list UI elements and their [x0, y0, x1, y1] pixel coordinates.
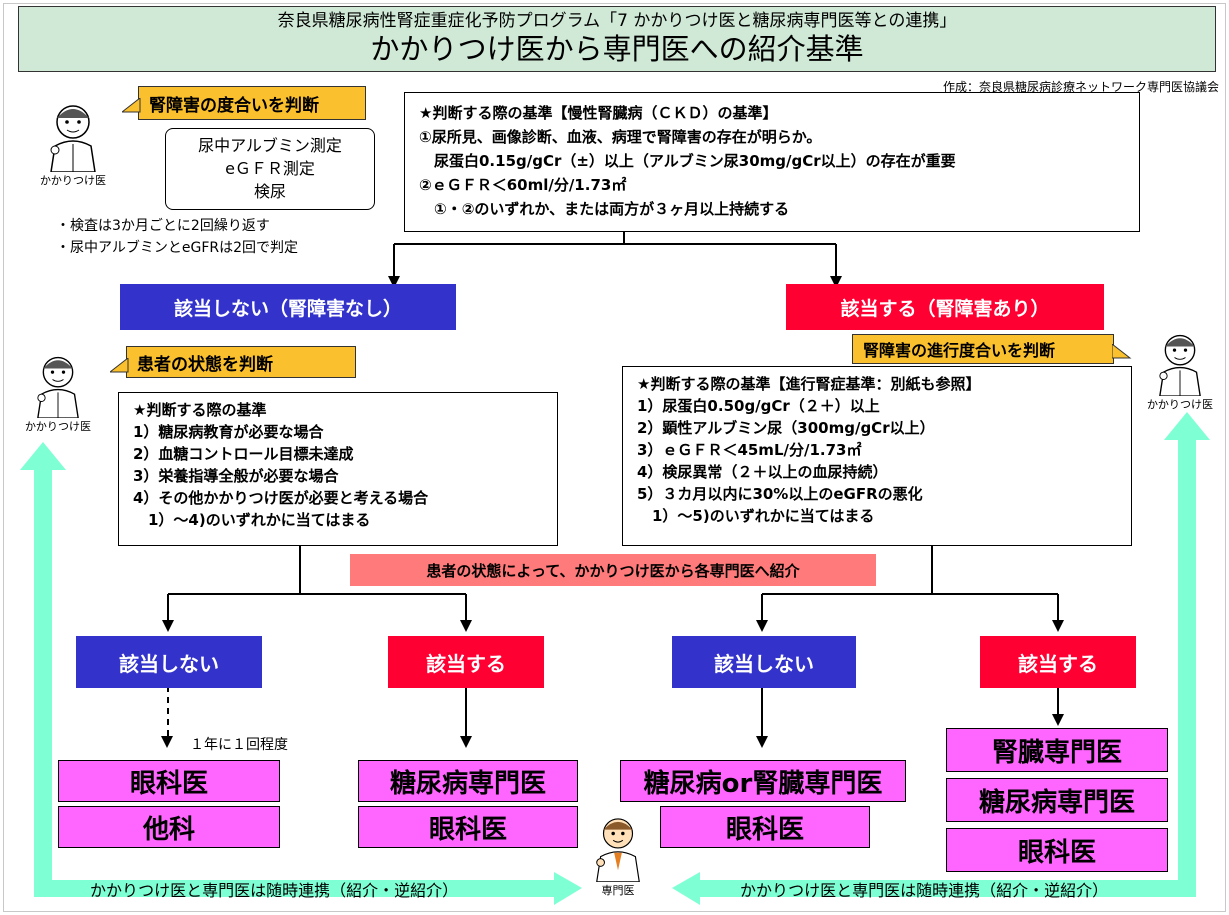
- tag-kidney-degree-label: 腎障害の度合いを判断: [149, 95, 319, 116]
- tag-pointer-2: [110, 358, 129, 373]
- dest-label: 他科: [142, 814, 195, 845]
- decision-yes-label: 該当する（腎障害あり）: [840, 297, 1050, 320]
- doctor-icon: [1159, 334, 1201, 396]
- referral-banner: 患者の状態によって、かかりつけ医から各専門医へ紹介: [350, 554, 876, 586]
- ckd-criteria-line: ★判断する際の基準【慢性腎臓病（ＣＫＤ）の基準】: [419, 104, 778, 122]
- decision-no-kidney-damage: 該当しない（腎障害なし）: [120, 284, 456, 330]
- dest-label: 腎臓専門医: [991, 737, 1122, 768]
- dest-label: 眼科医: [428, 814, 507, 845]
- page-frame: [3, 3, 1226, 912]
- test-line: 尿中アルブミン測定: [198, 136, 342, 155]
- decision-left-yes-label: 該当する: [426, 651, 506, 676]
- dest-col2-item: 糖尿病専門医: [358, 760, 578, 802]
- doctor-gp-top-left: かかりつけ医: [28, 100, 118, 188]
- tests-box: 尿中アルブミン測定 eＧＦＲ測定 検尿: [165, 128, 375, 210]
- dest-label: 眼科医: [725, 814, 804, 845]
- patient-criteria-line: 1）糖尿病教育が必要な場合: [133, 423, 324, 441]
- decision-no-label: 該当しない（腎障害なし）: [173, 297, 402, 320]
- doctor-icon: [50, 105, 96, 172]
- doctor-icon: [37, 356, 79, 418]
- patient-criteria-line: 3）栄養指導全般が必要な場合: [133, 467, 339, 485]
- doctor-gp-mid-left-label: かかりつけ医: [24, 420, 92, 433]
- ckd-criteria-line: ①尿所見、画像診断、血液、病理で腎障害の存在が明らか。: [419, 128, 822, 146]
- tag-pointer-3: [1112, 344, 1132, 359]
- doctor-gp-right: かかりつけ医: [1140, 330, 1220, 412]
- patient-criteria-box: ★判断する際の基準 1）糖尿病教育が必要な場合 2）血糖コントロール目標未達成 …: [118, 392, 558, 546]
- progress-criteria-line: ★判断する際の基準【進行腎症基準：別紙も参照】: [637, 375, 981, 393]
- header-subtitle: 奈良県糖尿病性腎症重症化予防プログラム「7 かかりつけ医と糖尿病専門医等との連携…: [277, 11, 957, 31]
- header-banner: 奈良県糖尿病性腎症重症化予防プログラム「7 かかりつけ医と糖尿病専門医等との連携…: [18, 6, 1216, 72]
- dest-label: 眼科医: [1017, 837, 1096, 868]
- progress-criteria-line: 4）検尿異常（２＋以上の血尿持続）: [637, 463, 888, 481]
- doctor-specialist-label: 専門医: [601, 884, 635, 897]
- test-line: 検尿: [253, 182, 286, 201]
- cooperation-right: かかりつけ医と専門医は随時連携（紹介・逆紹介）: [740, 881, 1109, 900]
- tag-patient-state-label: 患者の状態を判断: [137, 354, 273, 375]
- specialist-doctor-icon: [596, 818, 640, 882]
- credit-line: 作成：奈良県糖尿病診療ネットワーク専門医協議会: [942, 80, 1219, 94]
- decision-left-no-label: 該当しない: [119, 651, 219, 676]
- once-a-year-note: １年に１回程度: [190, 737, 288, 753]
- cyan-arrow-left-head: [554, 872, 582, 905]
- tag-progress-degree: 腎障害の進行度合いを判断: [852, 334, 1114, 364]
- ckd-criteria-line: ①・②のいずれか、または両方が３ヶ月以上持続する: [419, 200, 790, 218]
- dest-label: 眼科医: [129, 768, 208, 799]
- progress-criteria-box: ★判断する際の基準【進行腎症基準：別紙も参照】 1）尿蛋白0.50g/gCr（２…: [622, 366, 1132, 546]
- decision-right-no: 該当しない: [672, 636, 856, 688]
- progress-criteria-line: 1）尿蛋白0.50g/gCr（２＋）以上: [637, 397, 880, 415]
- cyan-arrow-left-up: [20, 442, 66, 897]
- doctor-gp-top-left-label: かかりつけ医: [39, 174, 107, 187]
- tag-pointer-1: [122, 98, 141, 113]
- test-line: eＧＦＲ測定: [225, 159, 315, 178]
- dest-label: 糖尿病or腎臓専門医: [643, 768, 883, 799]
- progress-criteria-line: 3）ｅＧＦＲ＜45mL/分/1.73㎡: [637, 441, 862, 459]
- dest-col4-item: 眼科医: [946, 828, 1168, 872]
- progress-criteria-line: 1）～5)のいずれかに当てはまる: [637, 507, 875, 525]
- tag-progress-degree-label: 腎障害の進行度合いを判断: [863, 341, 1056, 360]
- doctor-gp-right-label: かかりつけ医: [1146, 398, 1214, 411]
- dest-col4-item: 腎臓専門医: [946, 728, 1168, 772]
- dest-col2-item: 眼科医: [358, 806, 578, 848]
- tag-patient-state: 患者の状態を判断: [126, 346, 356, 378]
- dest-col3-item: 眼科医: [660, 806, 870, 848]
- cyan-arrow-right-bottom: [700, 880, 1196, 897]
- decision-left-no: 該当しない: [76, 636, 262, 688]
- patient-criteria-line: 1）～4)のいずれかに当てはまる: [133, 511, 371, 529]
- dest-label: 糖尿病専門医: [389, 768, 546, 799]
- dest-col4-item: 糖尿病専門医: [946, 778, 1168, 822]
- patient-criteria-line: 4）その他かかりつけ医が必要と考える場合: [133, 489, 429, 507]
- doctor-specialist: 専門医: [578, 812, 658, 898]
- cyan-arrow-right-head: [672, 872, 700, 905]
- patient-criteria-line: ★判断する際の基準: [133, 401, 267, 419]
- referral-banner-text: 患者の状態によって、かかりつけ医から各専門医へ紹介: [426, 561, 800, 580]
- cooperation-left: かかりつけ医と専門医は随時連携（紹介・逆紹介）: [90, 881, 459, 900]
- decision-kidney-damage: 該当する（腎障害あり）: [786, 284, 1104, 330]
- cyan-arrow-right-up: [1164, 412, 1210, 897]
- tag-kidney-degree: 腎障害の度合いを判断: [138, 86, 366, 120]
- dest-col3-item: 糖尿病or腎臓専門医: [620, 760, 906, 802]
- test-note: ・尿中アルブミンとeGFRは2回で判定: [56, 240, 299, 256]
- ckd-criteria-line: 尿蛋白0.15g/gCr（±）以上（アルブミン尿30mg/gCr以上）の存在が重…: [419, 152, 956, 170]
- ckd-criteria-box: ★判断する際の基準【慢性腎臓病（ＣＫＤ）の基準】 ①尿所見、画像診断、血液、病理…: [404, 92, 1140, 232]
- progress-criteria-line: 2）顕性アルブミン尿（300mg/gCr以上）: [637, 419, 935, 437]
- doctor-gp-mid-left: かかりつけ医: [18, 352, 98, 434]
- decision-right-yes-label: 該当する: [1018, 651, 1098, 676]
- test-note: ・検査は3か月ごとに2回繰り返す: [56, 218, 270, 234]
- patient-criteria-line: 2）血糖コントロール目標未達成: [133, 445, 354, 463]
- cyan-arrow-left-bottom: [34, 880, 554, 897]
- ckd-criteria-line: ②ｅＧＦＲ＜60ml/分/1.73㎡: [419, 176, 627, 194]
- progress-criteria-line: 5）３カ月以内に30%以上のeGFRの悪化: [637, 485, 923, 503]
- dest-col1-item: 他科: [58, 806, 280, 848]
- decision-right-no-label: 該当しない: [714, 651, 814, 676]
- decision-left-yes: 該当する: [388, 636, 544, 688]
- dest-label: 糖尿病専門医: [978, 787, 1135, 818]
- decision-right-yes: 該当する: [980, 636, 1136, 688]
- test-notes: ・検査は3か月ごとに2回繰り返す ・尿中アルブミンとeGFRは2回で判定: [56, 215, 396, 259]
- dashed-connector: [167, 686, 169, 736]
- page-title: かかりつけ医から専門医への紹介基準: [370, 32, 864, 66]
- dest-col1-item: 眼科医: [58, 760, 280, 802]
